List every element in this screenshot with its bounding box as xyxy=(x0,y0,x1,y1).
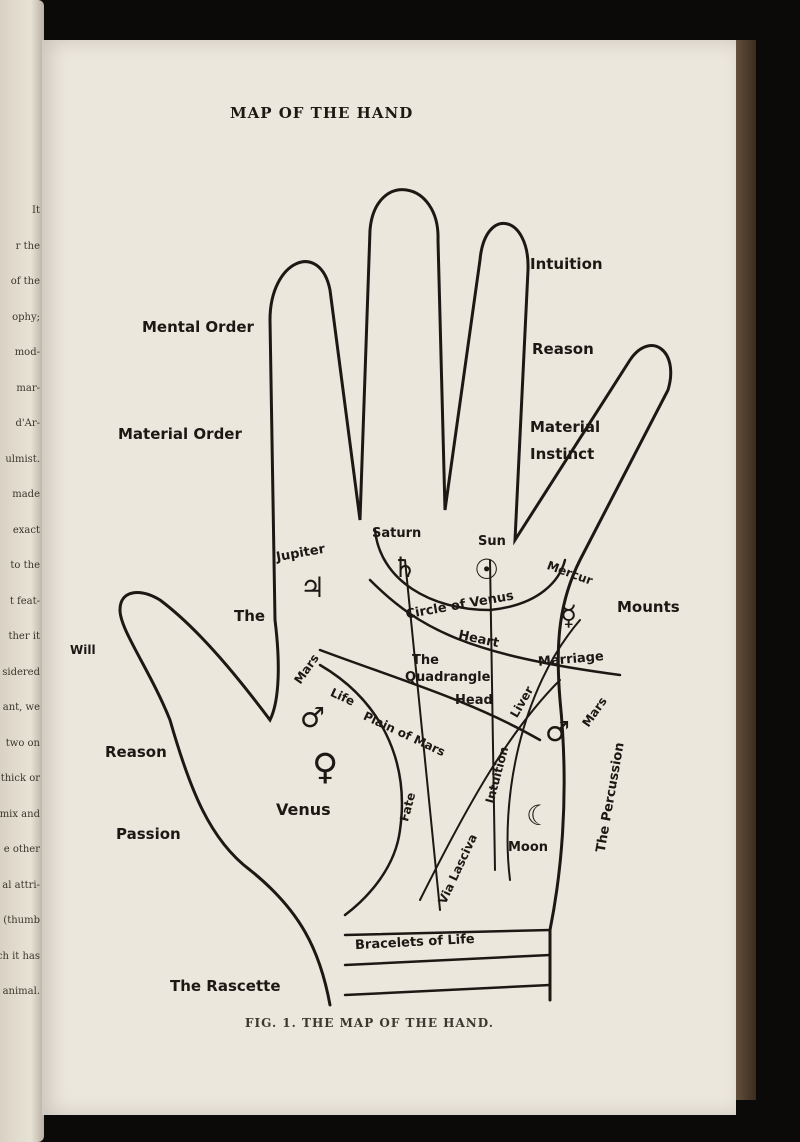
label-mental-order: Mental Order xyxy=(142,318,254,336)
label-reason-thumb: Reason xyxy=(105,743,167,761)
left-page-text-fragment: n (thumb xyxy=(0,915,40,926)
saturn-symbol-icon: ♄ xyxy=(392,551,418,584)
left-page-text-fragment: made xyxy=(12,489,40,500)
left-page-text-fragment: exact xyxy=(12,524,40,536)
label-reason-finger: Reason xyxy=(532,340,594,358)
label-rascette: The Rascette xyxy=(170,977,281,995)
head-line xyxy=(318,648,542,742)
label-instinct: Instinct xyxy=(530,445,595,463)
life-line xyxy=(318,663,404,917)
label-head: Head xyxy=(455,693,493,708)
left-page-text-fragment: sidered xyxy=(2,666,40,678)
left-page-text-fragment: of the xyxy=(10,276,40,287)
left-page-text-fragment: to the xyxy=(10,560,40,571)
left-page-text-fragment: mix and xyxy=(0,808,40,820)
figure-caption: FIG. 1. THE MAP OF THE HAND. xyxy=(245,1016,494,1030)
venus-symbol-icon: ♀ xyxy=(312,747,339,788)
mars-left-symbol-icon: ♂ xyxy=(300,701,326,734)
sun-symbol-icon: ☉ xyxy=(474,553,500,586)
fate-line xyxy=(404,559,441,911)
left-page-text-fragment: thick or xyxy=(0,773,40,784)
page xyxy=(42,40,736,1115)
label-sun: Sun xyxy=(478,534,506,549)
left-page-text-fragment: ther it xyxy=(8,631,40,642)
left-page-text-fragment: two on xyxy=(5,737,40,749)
label-will: Will xyxy=(70,643,96,657)
left-page-text-fragment: d'Ar- xyxy=(15,418,40,429)
left-page-text-fragment: al attri- xyxy=(2,879,40,891)
label-the: The xyxy=(234,607,266,625)
diagram-title: MAP OF THE HAND xyxy=(230,104,414,122)
label-quadrangle-the: The xyxy=(412,653,439,668)
circle-of-venus xyxy=(373,528,567,612)
bracelet-lines xyxy=(343,928,552,997)
mars-right-symbol-icon: ♂ xyxy=(545,715,571,748)
moon-symbol-icon: ☾ xyxy=(526,799,552,832)
label-venus: Venus xyxy=(276,800,331,819)
label-quadrangle: Quadrangle xyxy=(405,670,491,685)
hand-outline xyxy=(118,188,673,1007)
left-page-text-fragment: t feat- xyxy=(9,595,40,607)
left-page-text-fragment: ant, we xyxy=(2,702,40,713)
left-page-text-fragment: r the xyxy=(15,240,40,252)
mercury-symbol-icon: ☿ xyxy=(560,599,578,632)
left-page-text-fragment: mod- xyxy=(14,347,40,358)
label-mounts: Mounts xyxy=(617,598,680,616)
left-page-text-fragment: ch it has xyxy=(0,950,40,962)
jupiter-symbol-icon: ♃ xyxy=(300,571,326,604)
label-saturn: Saturn xyxy=(372,526,422,541)
label-moon: Moon xyxy=(508,840,549,855)
sun-line xyxy=(489,559,496,871)
left-page-text-fragment: ophy; xyxy=(12,311,40,323)
label-material-order: Material Order xyxy=(118,425,242,443)
left-page-text-fragment: It xyxy=(32,205,40,216)
heart-line xyxy=(368,578,622,677)
percussion-line xyxy=(506,619,581,881)
left-page-text-fragment: animal. xyxy=(2,986,40,997)
left-page-text-fragment: ulmist. xyxy=(5,453,40,465)
liver-line xyxy=(419,679,561,901)
left-page-text-fragment: mar- xyxy=(16,382,40,394)
label-material: Material xyxy=(530,418,601,436)
left-page-text-fragment: e other xyxy=(3,844,40,855)
label-intuition: Intuition xyxy=(530,255,603,273)
label-passion: Passion xyxy=(116,825,181,843)
left-page: It r the of the ophy; mod-mar-d'Ar-ulmist. ma… xyxy=(0,0,44,1142)
